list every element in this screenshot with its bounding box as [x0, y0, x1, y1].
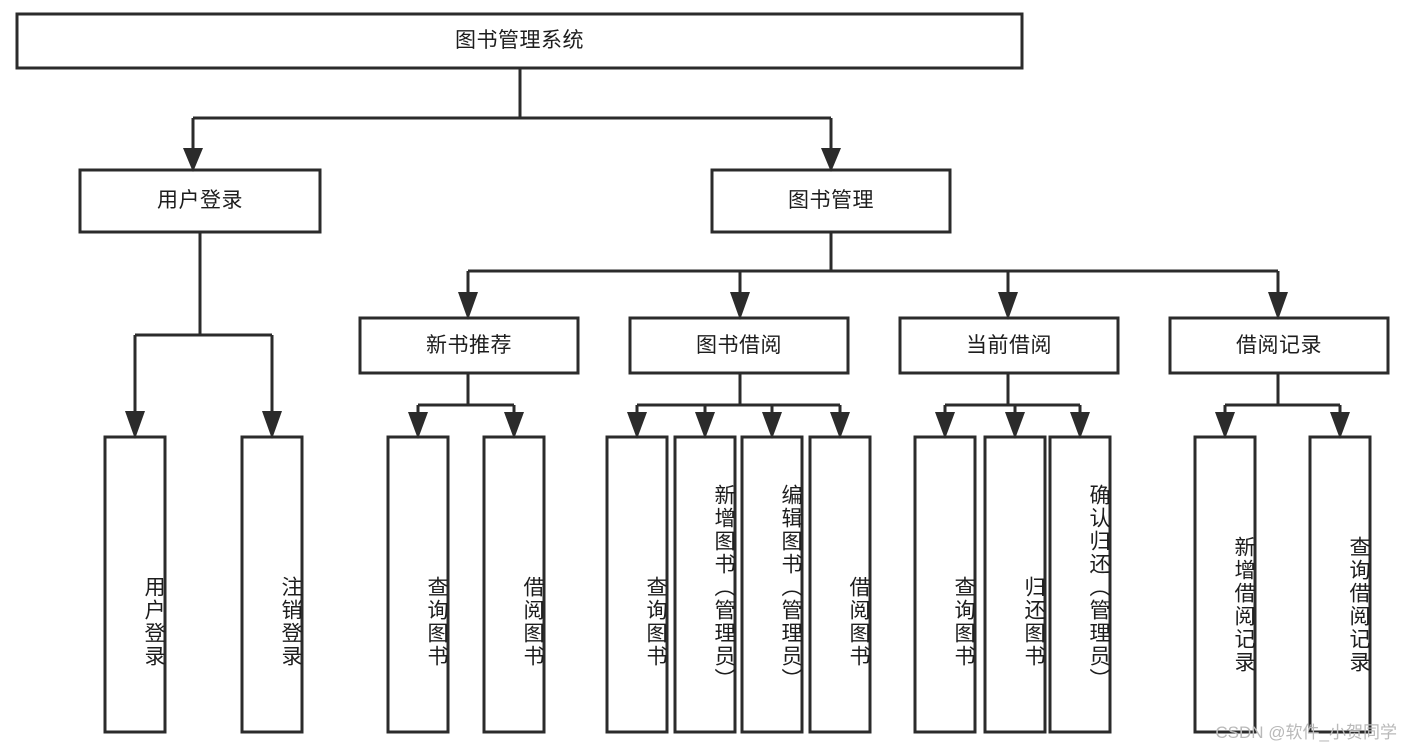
watermark-text: CSDN @软件_小贺同学	[1215, 723, 1397, 742]
arrow-head-return-book	[1005, 412, 1025, 439]
node-box-return-book[interactable]	[983, 435, 1047, 734]
arrow-head-query-book-1	[408, 412, 428, 439]
node-box-query-borrow-record[interactable]	[1308, 435, 1372, 734]
arrow-head-borrow-record	[1268, 292, 1288, 320]
arrow-head-query-book-3	[935, 412, 955, 439]
connector-current-borrow-to-leaves	[935, 373, 1090, 439]
node-box-book-borrow[interactable]	[628, 316, 850, 375]
arrow-head-confirm-return-admin	[1070, 412, 1090, 439]
node-box-confirm-return-admin[interactable]	[1048, 435, 1112, 734]
arrow-head-current-borrow	[998, 292, 1018, 320]
node-box-user-login[interactable]	[78, 168, 322, 234]
node-box-add-book-admin[interactable]	[673, 435, 737, 734]
node-box-query-book-2[interactable]	[605, 435, 669, 734]
arrow-head-user-logout	[262, 411, 282, 439]
node-box-root[interactable]	[15, 12, 1024, 70]
connector-book-borrow-to-leaves	[627, 373, 850, 439]
node-box-user-logout[interactable]	[240, 435, 304, 734]
node-box-query-book-1[interactable]	[386, 435, 450, 734]
arrow-head-add-borrow-record	[1215, 412, 1235, 439]
connector-root-to-level2	[183, 68, 841, 172]
arrow-head-book-borrow	[730, 292, 750, 320]
node-box-current-borrow[interactable]	[898, 316, 1120, 375]
arrow-head-user-login-do	[125, 411, 145, 439]
arrow-head-user-login	[183, 148, 203, 172]
node-box-borrow-record[interactable]	[1168, 316, 1390, 375]
arrow-head-borrow-book-1	[504, 412, 524, 439]
arrow-head-add-book-admin	[695, 412, 715, 439]
arrow-head-book-manage	[821, 148, 841, 172]
connector-new-book-recommend-to-leaves	[408, 373, 524, 439]
node-box-new-book-recommend[interactable]	[358, 316, 580, 375]
arrow-head-edit-book-admin	[762, 412, 782, 439]
arrow-head-query-borrow-record	[1330, 412, 1350, 439]
node-box-add-borrow-record[interactable]	[1193, 435, 1257, 734]
arrow-head-borrow-book-2	[830, 412, 850, 439]
node-box-edit-book-admin[interactable]	[740, 435, 804, 734]
node-box-user-login-do[interactable]	[103, 435, 167, 734]
connector-borrow-record-to-leaves	[1215, 373, 1350, 439]
arrow-head-query-book-2	[627, 412, 647, 439]
node-box-borrow-book-2[interactable]	[808, 435, 872, 734]
connector-user-login-to-leaves	[125, 232, 282, 439]
node-box-query-book-3[interactable]	[913, 435, 977, 734]
connector-book-manage-to-level3	[458, 232, 1288, 320]
arrow-head-new-book-recommend	[458, 292, 478, 320]
node-box-borrow-book-1[interactable]	[482, 435, 546, 734]
node-box-book-manage[interactable]	[710, 168, 952, 234]
